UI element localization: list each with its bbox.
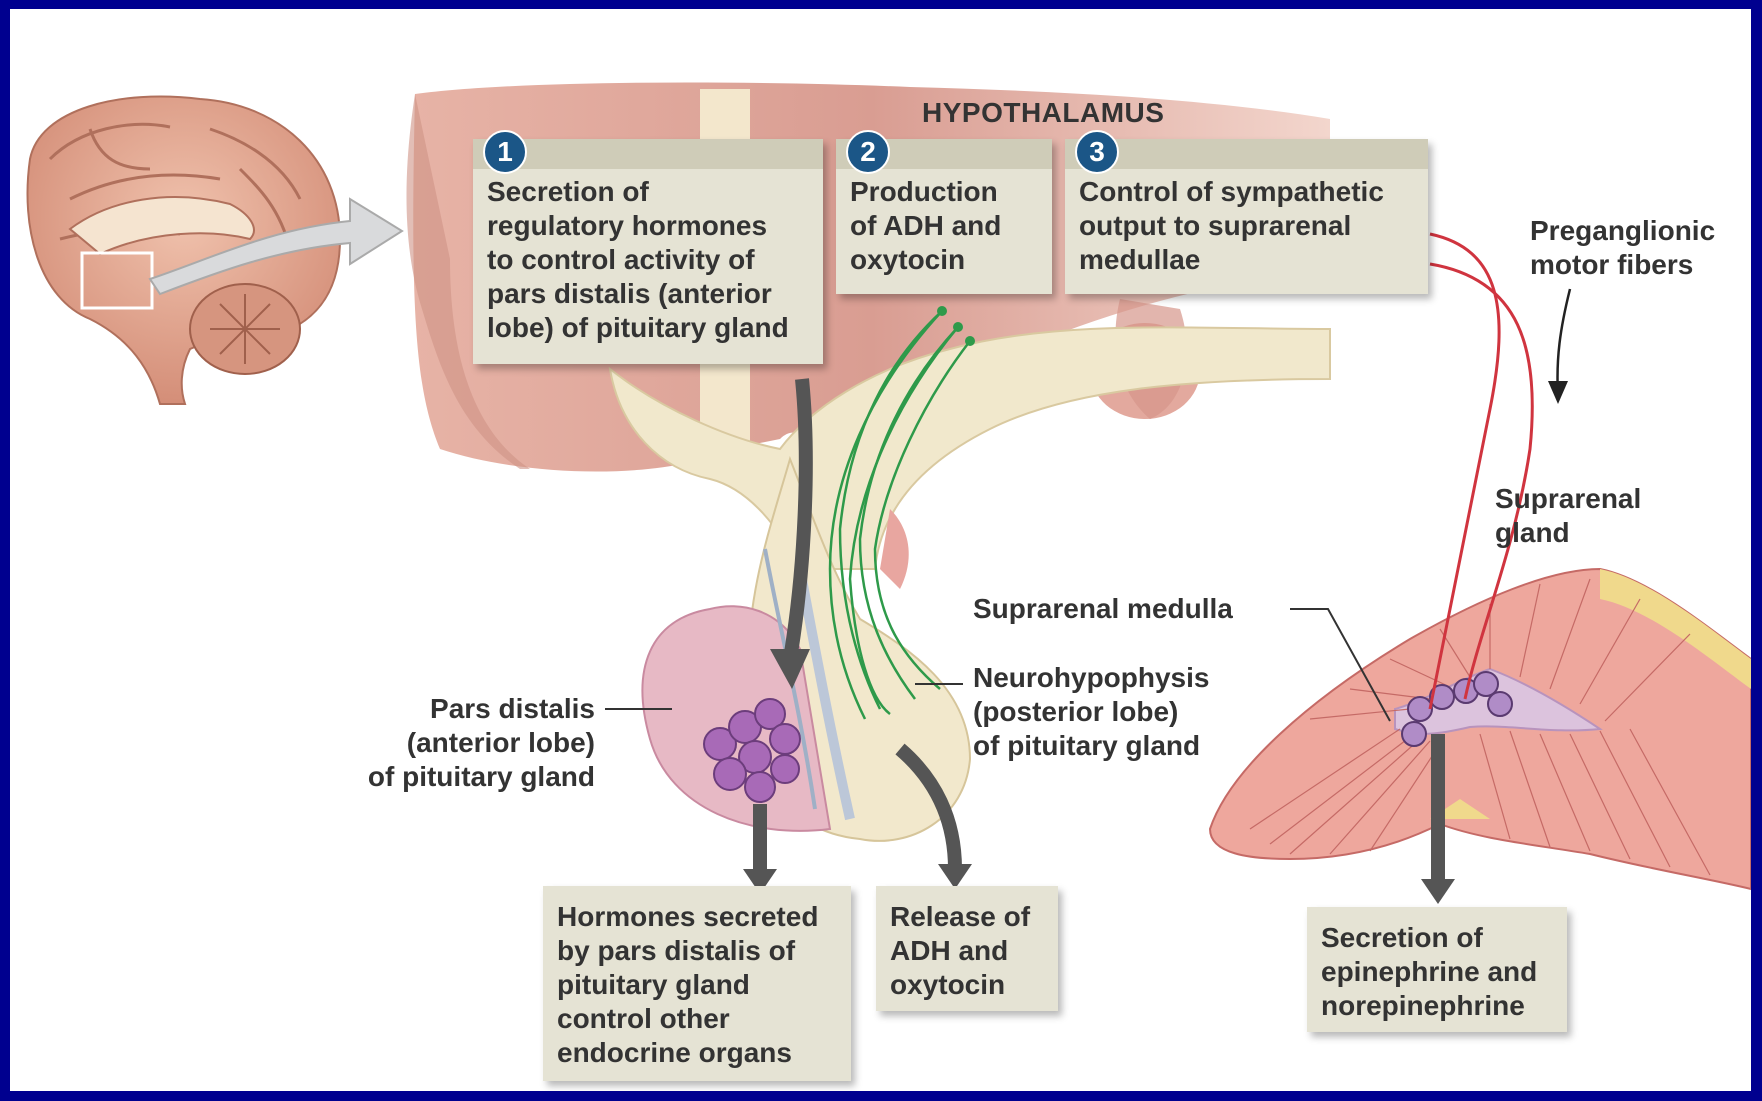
hypothalamus-title: HYPOTHALAMUS [922,97,1165,128]
medulla-cells [1401,671,1513,747]
pars-distalis-outcome-text: Hormones secreted by pars distalis of pi… [557,901,819,1068]
sympathetic-fibers [1428,232,1534,710]
neurosecretory-fibers [828,310,971,720]
pars-distalis-cells [703,698,801,803]
neurohypophysis-label: Neurohypophysis (posterior lobe) of pitu… [973,662,1210,761]
step-2-badge: 2 [846,130,890,174]
neurohypophysis-outcome-text: Release of ADH and oxytocin [890,901,1031,1000]
suprarenal-outcome-box: Secretion of epinephrine and norepinephr… [1307,907,1567,1032]
suprarenal-gland [1208,567,1751,891]
suprarenal-medulla-label: Suprarenal medulla [973,593,1233,624]
step-2-text: Production of ADH and oxytocin [850,176,1002,275]
pars-distalis-label: Pars distalis (anterior lobe) of pituita… [367,693,595,792]
fiber-endings [937,306,975,346]
zoom-arrow [148,197,404,296]
flow-arrows [743,378,1455,904]
step-1-badge: 1 [483,130,527,174]
step-2-box: 2 Production of ADH and oxytocin [836,130,1052,294]
leader-lines [605,608,1391,722]
suprarenal-gland-label: Suprarenal gland [1495,483,1642,548]
step-1-box: 1 Secretion of regulatory hormones to co… [473,130,823,364]
step-1-text: Secretion of regulatory hormones to cont… [487,176,789,343]
step-3-text: Control of sympathetic output to suprare… [1079,176,1384,275]
brain-thumbnail [26,95,342,405]
step-3-badge: 3 [1075,130,1119,174]
preganglionic-arrow [1556,288,1572,395]
step-3-box: 3 Control of sympathetic output to supra… [1065,130,1428,294]
neurohypophysis-outcome-box: Release of ADH and oxytocin [876,886,1058,1011]
diagram-frame: HYPOTHALAMUS 1 Secretion of regulatory h… [10,9,1751,1091]
preganglionic-label: Preganglionic motor fibers [1530,215,1716,280]
suprarenal-outcome-text: Secretion of epinephrine and norepinephr… [1321,922,1538,1021]
preganglionic-arrowhead [1548,381,1568,404]
pars-distalis-outcome-box: Hormones secreted by pars distalis of pi… [543,886,851,1081]
